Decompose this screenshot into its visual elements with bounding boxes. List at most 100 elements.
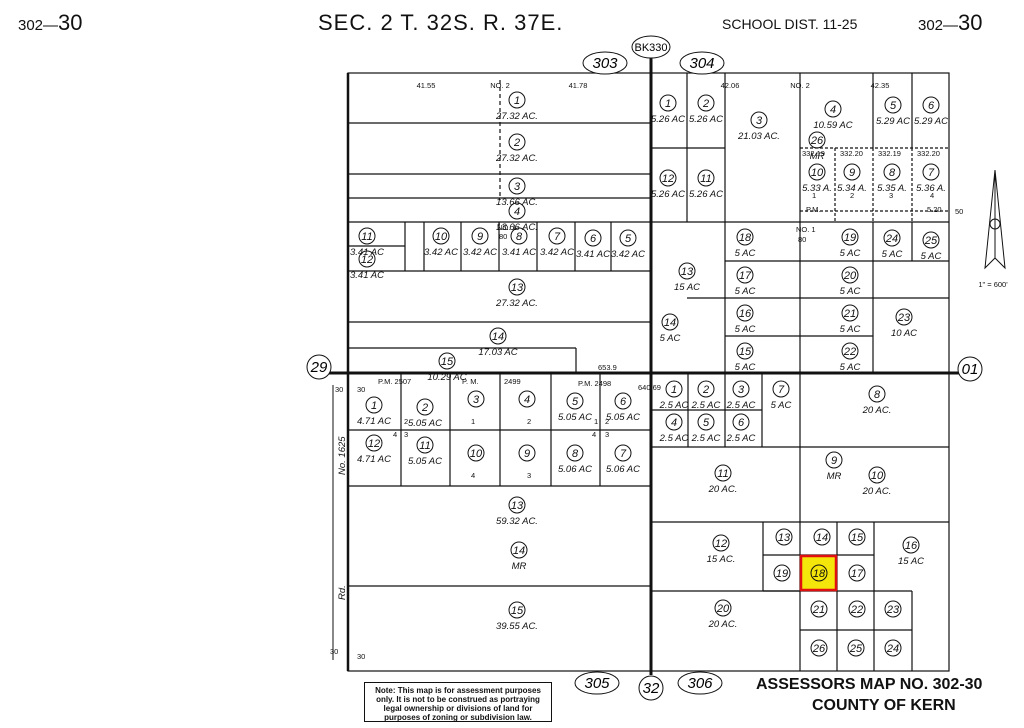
parcel-number: 14	[664, 317, 676, 329]
parcel-marker[interactable]: 52.5 AC	[691, 413, 721, 444]
parcel-marker[interactable]: 32.5 AC	[726, 380, 756, 411]
parcel-number-circle	[665, 380, 683, 398]
parcel-marker[interactable]: 22	[848, 600, 866, 618]
parcel-marker[interactable]: 155 AC	[735, 342, 756, 373]
parcel-marker[interactable]: 14.71 AC	[357, 396, 391, 427]
parcel-marker[interactable]: 85.35 A.	[877, 163, 907, 194]
page-circle-305[interactable]	[574, 671, 620, 695]
map-annotation: 1	[812, 191, 816, 200]
parcel-marker[interactable]: 14	[813, 528, 831, 546]
parcel-marker[interactable]: 410.59 AC	[813, 100, 853, 131]
parcel-marker[interactable]: 125.26 AC	[651, 169, 685, 200]
parcel-acreage: 5 AC	[840, 286, 861, 297]
parcel-marker[interactable]: 175 AC	[735, 266, 756, 297]
parcel-marker[interactable]: 9	[518, 444, 536, 462]
parcel-marker[interactable]: 9MR	[825, 451, 843, 482]
parcel-marker[interactable]: 22.5 AC	[691, 380, 721, 411]
parcel-marker[interactable]: 165 AC	[735, 304, 756, 335]
parcel-marker[interactable]: 42.5 AC	[659, 413, 689, 444]
parcel-marker[interactable]: 245 AC	[882, 229, 903, 260]
parcel-marker[interactable]: 3	[467, 390, 485, 408]
parcel-marker[interactable]: 95.34 A.	[837, 163, 867, 194]
parcel-marker[interactable]: 62.5 AC	[726, 413, 756, 444]
parcel-marker[interactable]: 55.29 AC	[876, 96, 910, 127]
parcel-marker[interactable]: 85.06 AC	[558, 444, 592, 475]
parcel-marker[interactable]: 195 AC	[840, 228, 861, 259]
parcel-marker[interactable]: 63.41 AC	[576, 229, 610, 260]
parcel-marker[interactable]: 65.05 AC	[606, 392, 640, 423]
page-circle-303[interactable]	[582, 51, 628, 75]
parcel-marker[interactable]: 13	[775, 528, 793, 546]
parcel-marker[interactable]: 55.05 AC	[558, 392, 592, 423]
parcel-number-circle	[678, 262, 696, 280]
parcel-marker[interactable]: 25	[847, 639, 865, 657]
parcel-marker[interactable]: 225 AC	[840, 342, 861, 373]
parcel-marker[interactable]: 26	[810, 639, 828, 657]
parcel-marker[interactable]: 65.29 AC	[914, 96, 948, 127]
section-circle-32[interactable]	[638, 675, 664, 701]
parcel-marker[interactable]: 23	[884, 600, 902, 618]
parcel-marker[interactable]: 4	[518, 390, 536, 408]
parcel-marker[interactable]: 123.41 AC	[350, 250, 384, 281]
parcel-marker[interactable]: 103.42 AC	[424, 227, 458, 258]
parcel-marker[interactable]: 321.03 AC.	[737, 111, 780, 142]
parcel-marker[interactable]: 18	[810, 564, 828, 582]
parcel-number-circle	[508, 133, 526, 151]
parcel-number: 17	[851, 568, 864, 580]
parcel-marker[interactable]: 19	[773, 564, 791, 582]
parcel-marker[interactable]: 25.26 AC	[689, 94, 723, 125]
parcel-marker[interactable]: 17	[848, 564, 866, 582]
parcel-marker[interactable]: 227.32 AC.	[495, 133, 538, 164]
parcel-marker[interactable]: 75.06 AC	[606, 444, 640, 475]
parcel-marker[interactable]: 75 AC	[771, 380, 792, 411]
parcel-marker[interactable]: 255 AC	[921, 231, 942, 262]
page-circle-306[interactable]	[677, 671, 723, 695]
parcel-marker[interactable]: 205 AC	[840, 266, 861, 297]
parcel-number-circle	[548, 227, 566, 245]
parcel-marker[interactable]: 75.36 A.	[916, 163, 946, 194]
parcel-marker[interactable]: 127.32 AC.	[495, 91, 538, 122]
parcel-marker[interactable]: 25.05 AC	[408, 398, 442, 429]
parcel-marker[interactable]: 145 AC	[660, 313, 681, 344]
parcel-marker[interactable]: 15.26 AC	[651, 94, 685, 125]
parcel-marker[interactable]: 83.41 AC	[502, 227, 536, 258]
parcel-marker[interactable]: 15	[848, 528, 866, 546]
parcel-marker[interactable]: 413.66 AC.	[496, 202, 538, 233]
section-circle-29[interactable]	[306, 354, 332, 380]
parcel-marker[interactable]: 185 AC	[735, 228, 756, 259]
parcel-marker[interactable]: 10	[467, 444, 485, 462]
parcel-marker[interactable]: 93.42 AC	[463, 227, 497, 258]
parcel-marker[interactable]: 115.26 AC	[689, 169, 723, 200]
parcel-number-circle	[508, 202, 526, 220]
parcel-marker[interactable]: 24	[884, 639, 902, 657]
parcel-marker[interactable]: 12.5 AC	[659, 380, 689, 411]
parcel-marker[interactable]: 820 AC.	[862, 385, 892, 416]
parcel-number-circle	[884, 600, 902, 618]
parcel-marker[interactable]: 73.42 AC	[540, 227, 574, 258]
parcel-marker[interactable]: 113.41 AC	[350, 227, 384, 258]
parcel-marker[interactable]: 105.33 A.	[802, 163, 832, 194]
section-circle-01[interactable]	[957, 356, 983, 382]
highlighted-parcel-18[interactable]	[799, 554, 838, 592]
parcel-marker[interactable]: 53.42 AC	[611, 229, 645, 260]
parcel-marker[interactable]: 115.05 AC	[408, 436, 442, 467]
parcel-marker[interactable]: 215 AC	[840, 304, 861, 335]
parcel-number-circle	[808, 131, 826, 149]
parcel-marker[interactable]: 21	[810, 600, 828, 618]
parcel-marker[interactable]: 124.71 AC	[357, 434, 391, 465]
page-circle-304[interactable]	[679, 51, 725, 75]
